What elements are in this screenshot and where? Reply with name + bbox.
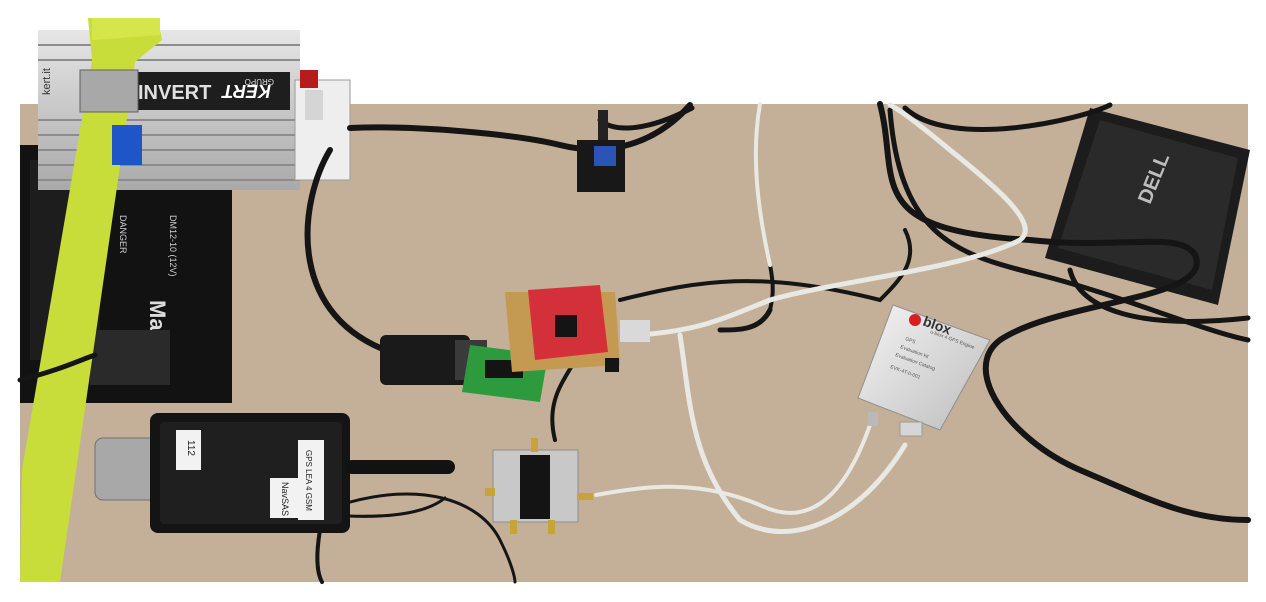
inverter-model-label: INVERT [138, 82, 211, 104]
battery-model: DM12-10 (12V) [168, 215, 178, 277]
white-cables [594, 102, 1028, 534]
ublox-evaluation-kit: blox u-blox 4 GPS Engine GPS Evaluation … [857, 304, 991, 437]
inverter-subbrand-label: GRUPO [245, 77, 274, 86]
inverter-side-text: kert.it [41, 68, 53, 95]
gps-label-model: GPS LEA 4 GSM [304, 450, 313, 511]
dell-power-adapter: DELL [1045, 108, 1250, 305]
gps-tag-label: 112 [185, 440, 196, 456]
gps-receiver-device: 112 NavSAS GPS LEA 4 GSM [94, 413, 455, 533]
microcontroller-board [505, 285, 650, 372]
power-inverter: INVERT KERT GRUPO kert.it [38, 30, 351, 190]
battery-brand: Ma [145, 300, 170, 331]
ublox-line-2: GPS [904, 336, 917, 345]
black-cables [17, 101, 1251, 584]
rf-splitter [485, 438, 593, 534]
gps-label-navsas: NavSAS [280, 482, 290, 516]
battery-warning: DANGER [118, 215, 128, 254]
tie-down-strap [20, 18, 162, 582]
inverter-brand-label: KERT [220, 81, 271, 101]
